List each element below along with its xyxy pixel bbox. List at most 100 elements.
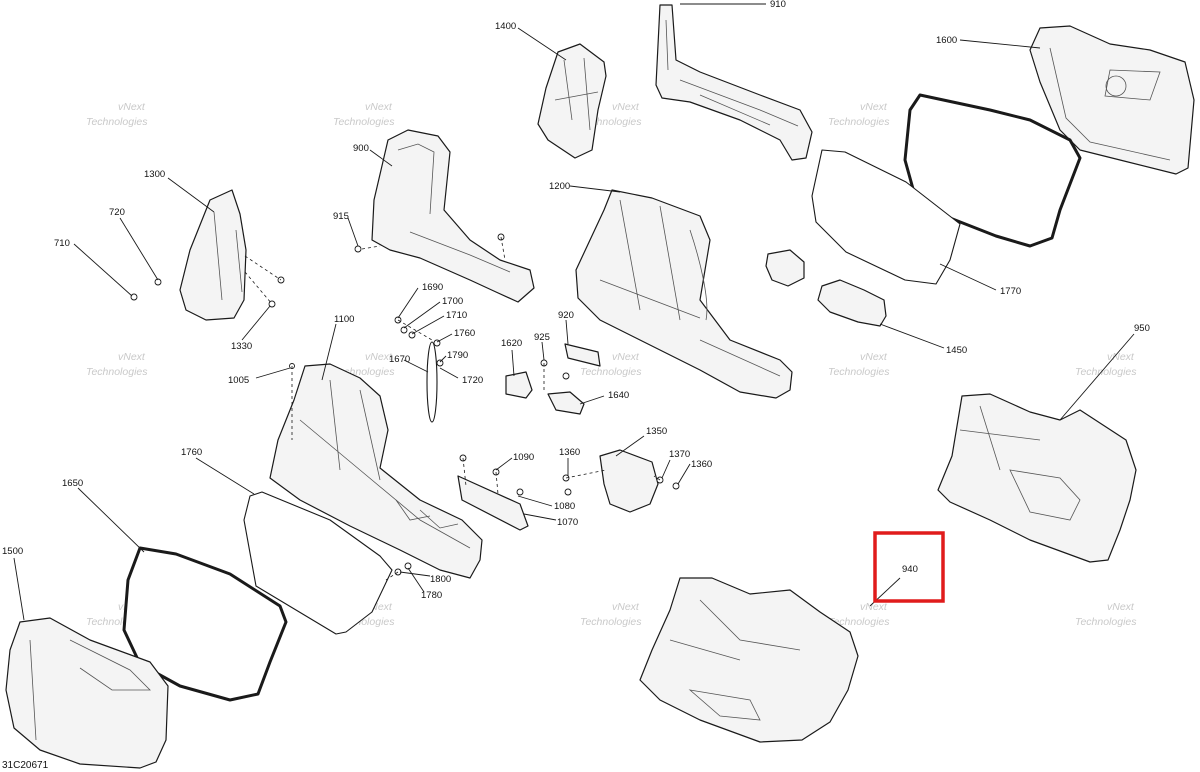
callout-1360-left[interactable]: 1360 — [559, 447, 580, 458]
part-clip[interactable] — [765, 249, 805, 287]
callout-1780[interactable]: 1780 — [421, 590, 442, 601]
part-1400-bracket[interactable] — [537, 43, 607, 159]
svg-text:vNext: vNext — [612, 101, 640, 113]
part-1500-door[interactable] — [5, 617, 169, 769]
highlight-box-940 — [873, 531, 945, 603]
screw-720[interactable] — [154, 278, 162, 286]
callout-1300[interactable]: 1300 — [144, 169, 165, 180]
callout-950[interactable]: 950 — [1134, 323, 1150, 334]
callout-labels: 910 1400 1600 900 1300 720 710 915 1200 … — [2, 0, 1150, 601]
callout-710[interactable]: 710 — [54, 238, 70, 249]
callout-1370[interactable]: 1370 — [669, 449, 690, 460]
svg-text:vNext: vNext — [365, 351, 393, 363]
callout-1350[interactable]: 1350 — [646, 426, 667, 437]
part-1300-panel[interactable] — [179, 189, 247, 321]
callout-1070[interactable]: 1070 — [557, 517, 578, 528]
svg-text:vNext: vNext — [118, 351, 146, 363]
svg-text:Technologies: Technologies — [828, 616, 890, 628]
svg-text:Technologies: Technologies — [333, 116, 395, 128]
callout-1360-right[interactable]: 1360 — [691, 459, 712, 470]
screw-1360b[interactable] — [672, 482, 680, 490]
callout-1670[interactable]: 1670 — [389, 354, 410, 365]
callout-1690[interactable]: 1690 — [422, 282, 443, 293]
svg-text:Technologies: Technologies — [86, 116, 148, 128]
svg-text:Technologies: Technologies — [1075, 616, 1137, 628]
svg-text:Technologies: Technologies — [1075, 366, 1137, 378]
svg-text:vNext: vNext — [118, 101, 146, 113]
callout-915[interactable]: 915 — [333, 211, 349, 222]
callout-900[interactable]: 900 — [353, 143, 369, 154]
part-910-panel[interactable] — [655, 4, 813, 161]
svg-text:vNext: vNext — [860, 601, 888, 613]
callout-925[interactable]: 925 — [534, 332, 550, 343]
part-920-slider[interactable] — [564, 343, 601, 367]
svg-text:Technologies: Technologies — [86, 366, 148, 378]
callout-910[interactable]: 910 — [770, 0, 786, 10]
part-1760-curtain[interactable] — [243, 491, 393, 635]
callout-1760-upper[interactable]: 1760 — [454, 328, 475, 339]
screw-915[interactable] — [354, 245, 362, 253]
callout-1790[interactable]: 1790 — [447, 350, 468, 361]
callout-1005[interactable]: 1005 — [228, 375, 249, 386]
callout-1710[interactable]: 1710 — [446, 310, 467, 321]
callout-940[interactable]: 940 — [902, 564, 918, 575]
callout-1600[interactable]: 1600 — [936, 35, 957, 46]
screw-920[interactable] — [562, 372, 570, 380]
part-1770-panel[interactable] — [811, 149, 961, 285]
part-1600-lid[interactable] — [1029, 25, 1195, 175]
callout-1090[interactable]: 1090 — [513, 452, 534, 463]
callout-1700[interactable]: 1700 — [442, 296, 463, 307]
screw-710[interactable] — [130, 293, 138, 301]
callout-1770[interactable]: 1770 — [1000, 286, 1021, 297]
part-1080-rail[interactable] — [457, 475, 529, 531]
svg-text:vNext: vNext — [1107, 351, 1135, 363]
part-1640-latch[interactable] — [547, 391, 585, 415]
callout-1100[interactable]: 1100 — [334, 314, 354, 325]
callout-1650[interactable]: 1650 — [62, 478, 83, 489]
svg-text:Technologies: Technologies — [828, 116, 890, 128]
part-1650-seal[interactable] — [122, 546, 288, 702]
callout-1200[interactable]: 1200 — [549, 181, 570, 192]
svg-text:vNext: vNext — [612, 601, 640, 613]
callout-720[interactable]: 720 — [109, 207, 125, 218]
part-1670-strap[interactable] — [426, 341, 438, 423]
part-900-panel[interactable] — [371, 129, 535, 303]
part-1200-tunnel[interactable] — [575, 189, 793, 399]
part-1100-floor[interactable] — [269, 363, 483, 579]
assembly-lines — [244, 236, 661, 581]
svg-text:vNext: vNext — [365, 101, 393, 113]
screw-1080[interactable] — [516, 488, 524, 496]
callout-1640[interactable]: 1640 — [608, 390, 629, 401]
callout-1400[interactable]: 1400 — [495, 21, 516, 32]
callout-1800[interactable]: 1800 — [430, 574, 451, 585]
part-940-tray[interactable] — [639, 577, 859, 743]
part-1770-seal[interactable] — [903, 93, 1082, 248]
callout-1450[interactable]: 1450 — [946, 345, 967, 356]
part-1450-bracket[interactable] — [817, 279, 887, 327]
diagram-reference-code: 31C20671 — [2, 760, 49, 771]
part-1350-bracket[interactable] — [599, 449, 659, 513]
screw-1360a2[interactable] — [564, 488, 572, 496]
part-950-tray[interactable] — [937, 393, 1137, 563]
leader-lines — [13, 3, 1135, 621]
screw-1330[interactable] — [268, 300, 276, 308]
screw-1780[interactable] — [404, 562, 412, 570]
callout-1080[interactable]: 1080 — [554, 501, 575, 512]
callout-1620[interactable]: 1620 — [501, 338, 522, 349]
callout-1720[interactable]: 1720 — [462, 375, 483, 386]
svg-text:Technologies: Technologies — [828, 366, 890, 378]
screw-1790[interactable] — [436, 359, 444, 367]
part-1620-latch[interactable] — [505, 371, 533, 399]
callout-1500[interactable]: 1500 — [2, 546, 23, 557]
callout-1760-lower[interactable]: 1760 — [181, 447, 202, 458]
callout-1330[interactable]: 1330 — [231, 341, 252, 352]
screw-1700[interactable] — [400, 326, 408, 334]
callout-920[interactable]: 920 — [558, 310, 574, 321]
svg-text:vNext: vNext — [860, 101, 888, 113]
